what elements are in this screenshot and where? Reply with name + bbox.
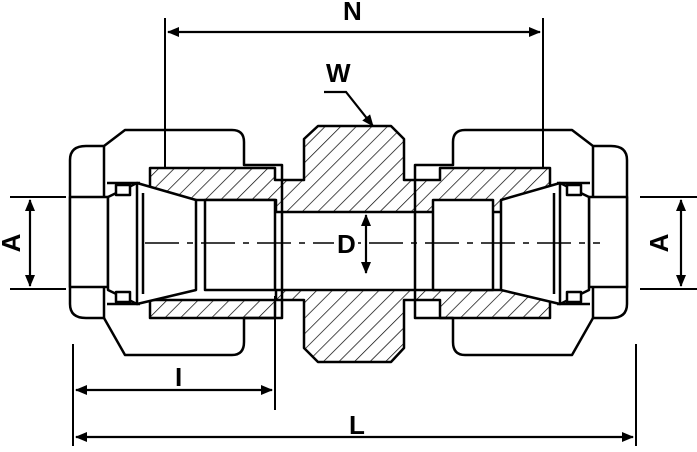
label-a-right: A xyxy=(644,233,674,252)
label-i: I xyxy=(175,362,182,392)
extension-lines xyxy=(10,18,697,446)
label-l: L xyxy=(349,410,365,440)
label-w: W xyxy=(326,58,351,88)
label-d: D xyxy=(337,229,356,259)
label-a-left: A xyxy=(0,233,26,252)
label-n: N xyxy=(343,0,362,26)
dim-w-leader xyxy=(324,90,374,127)
dimension-lines xyxy=(25,27,686,442)
left-tube-ferrule xyxy=(68,181,277,306)
